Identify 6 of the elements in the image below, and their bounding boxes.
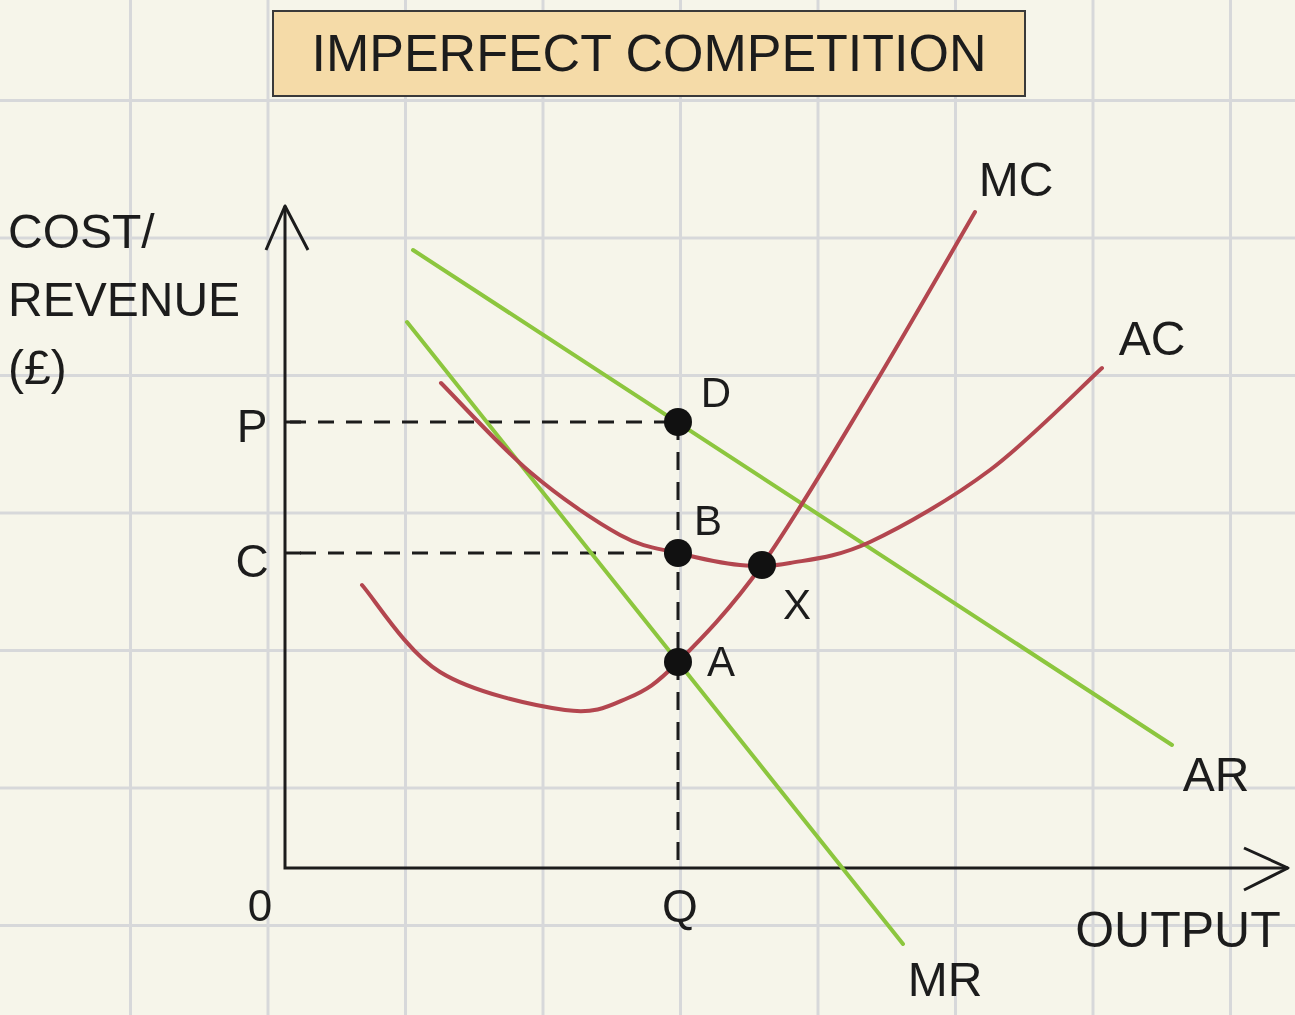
tick-label: C bbox=[235, 538, 269, 584]
curve-label: MR bbox=[907, 956, 983, 1004]
curve-label: MC bbox=[978, 156, 1054, 204]
title-banner: IMPERFECT COMPETITION bbox=[272, 10, 1026, 97]
tick-label: P bbox=[236, 403, 268, 449]
axis-label: COST/ REVENUE (£) bbox=[8, 204, 242, 396]
